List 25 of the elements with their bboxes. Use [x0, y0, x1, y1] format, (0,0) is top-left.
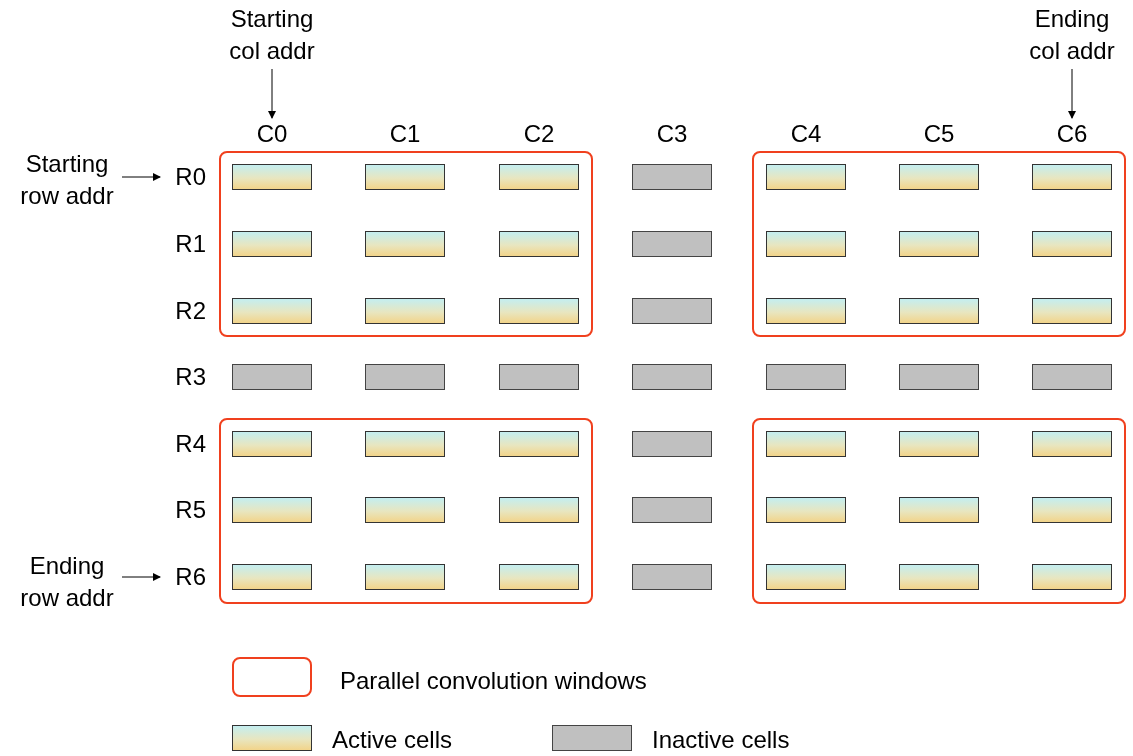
column-label: C5	[922, 119, 956, 149]
column-label: C6	[1047, 118, 1097, 150]
row-label: R6	[162, 562, 206, 592]
arrow	[1068, 68, 1076, 119]
address-label: Ending col addr	[1017, 3, 1127, 67]
row-label: R1	[174, 229, 206, 259]
row-label: R3	[174, 362, 206, 392]
row-label: R0	[162, 162, 206, 192]
arrow	[121, 573, 161, 581]
address-label: Starting row addr	[12, 148, 122, 212]
legend-label: Inactive cells	[652, 725, 790, 755]
arrow	[268, 68, 276, 119]
row-label: R5	[174, 495, 206, 525]
address-label: Starting col addr	[217, 3, 327, 67]
legend-label: Active cells	[332, 725, 453, 755]
arrow	[121, 173, 161, 181]
column-label: C4	[789, 119, 823, 149]
column-label: C1	[388, 119, 422, 149]
legend-label: Parallel convolution windows	[340, 666, 647, 696]
column-label: C0	[247, 118, 297, 150]
address-label: Ending row addr	[12, 550, 122, 614]
column-label: C3	[655, 119, 689, 149]
row-label: R4	[174, 429, 206, 459]
row-label: R2	[174, 296, 206, 326]
column-label: C2	[522, 119, 556, 149]
